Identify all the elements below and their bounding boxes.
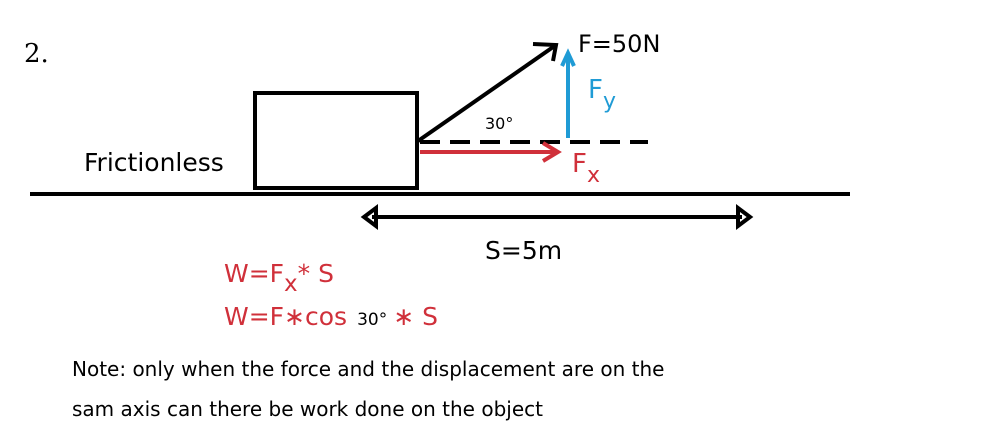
equation-1: W=Fx* S — [224, 259, 334, 297]
fy-arrow — [560, 48, 576, 138]
fy-label: Fy — [588, 75, 616, 114]
displacement-label: S=5m — [485, 236, 562, 265]
note-line-1: Note: only when the force and the displa… — [72, 357, 664, 381]
surface-label: Frictionless — [84, 148, 224, 177]
angle-label: 30° — [485, 114, 513, 133]
note-line-2: sam axis can there be work done on the o… — [72, 397, 543, 421]
fx-label: Fx — [572, 149, 600, 188]
displacement-arrow — [360, 204, 754, 230]
block — [253, 91, 419, 190]
force-label: F=50N — [578, 30, 660, 58]
problem-number: 2. — [24, 39, 49, 69]
fx-arrow — [420, 141, 562, 163]
force-arrow — [416, 42, 559, 143]
